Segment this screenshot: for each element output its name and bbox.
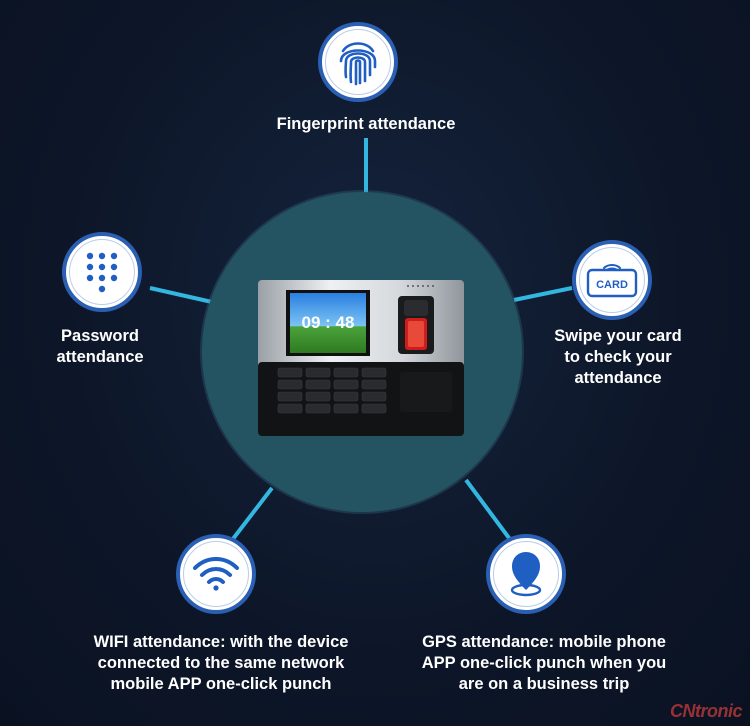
gps-label-line: GPS attendance: mobile phone — [422, 633, 666, 651]
card-icon-circle: CARD — [572, 240, 652, 320]
gps-label: GPS attendance: mobile phone APP one-cli… — [394, 632, 694, 695]
keypad-icon — [86, 252, 118, 293]
wifi-label-line: mobile APP one-click punch — [110, 675, 332, 693]
connector-password — [149, 286, 213, 304]
card-label-line: to check your — [564, 348, 672, 366]
password-label: Password attendance — [30, 326, 170, 368]
gps-label-line: APP one-click punch when you — [421, 654, 667, 672]
card-label: Swipe your card to check your attendance — [530, 326, 706, 389]
wifi-label-line: connected to the same network — [97, 654, 345, 672]
password-icon-circle — [62, 232, 142, 312]
card-icon-text: CARD — [596, 279, 628, 291]
attendance-device: 09 : 48 — [258, 280, 464, 436]
fingerprint-icon — [339, 42, 377, 86]
wifi-label-line: WIFI attendance: with the device — [93, 633, 349, 651]
fingerprint-label: Fingerprint attendance — [276, 115, 456, 133]
password-label-line: Password — [61, 327, 139, 345]
connector-card — [513, 286, 573, 302]
device-screen-time: 09 : 48 — [302, 313, 355, 332]
connector-gps — [464, 478, 514, 544]
wifi-icon-circle — [176, 534, 256, 614]
location-pin-icon — [510, 552, 542, 597]
fingerprint-icon-circle — [318, 22, 398, 102]
gps-label-line: are on a business trip — [458, 675, 630, 693]
card-icon: CARD — [586, 264, 638, 298]
wifi-label: WIFI attendance: with the device connect… — [60, 632, 382, 695]
wifi-icon — [193, 557, 239, 591]
card-label-line: Swipe your card — [554, 327, 682, 345]
card-label-line: attendance — [574, 369, 662, 387]
gps-icon-circle — [486, 534, 566, 614]
password-label-line: attendance — [56, 348, 144, 366]
brand-watermark: CNtronic — [670, 701, 743, 721]
